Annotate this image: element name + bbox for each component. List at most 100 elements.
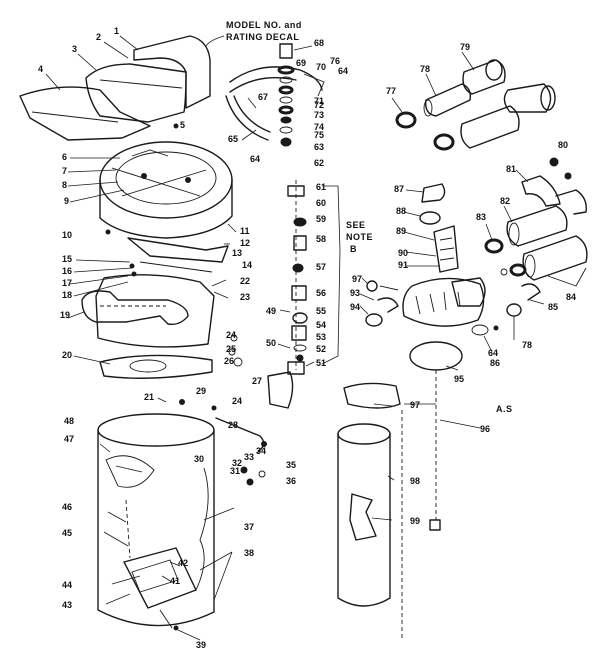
callout-89: 89	[396, 226, 406, 236]
callout-12: 12	[240, 238, 250, 248]
callout-65: 65	[228, 134, 238, 144]
callout-14: 14	[242, 260, 252, 270]
callout-19: 19	[60, 310, 70, 320]
see-note-line-2: NOTE	[346, 232, 373, 242]
center-valve-column	[287, 180, 341, 375]
callout-30: 30	[194, 454, 204, 464]
corner-mark: A.S	[496, 404, 513, 414]
gear-housing	[95, 274, 215, 348]
callout-39: 39	[196, 640, 206, 650]
timer-gear-assembly	[81, 237, 229, 379]
callout-43: 43	[62, 600, 72, 610]
callout-49: 49	[266, 306, 276, 316]
callout-7: 7	[62, 166, 67, 176]
see-note-b: SEE NOTE B	[346, 220, 373, 254]
small-fasteners	[179, 334, 294, 411]
callout-62: 62	[314, 158, 324, 168]
tank-wall	[97, 429, 215, 627]
distributor-97	[343, 382, 401, 409]
callout-81: 81	[506, 164, 516, 174]
decal-panel	[133, 35, 211, 109]
callout-3: 3	[72, 44, 77, 54]
callout-94: 94	[350, 302, 360, 312]
callout-78: 78	[522, 340, 532, 350]
callout-44: 44	[62, 580, 72, 590]
callout-95: 95	[454, 374, 464, 384]
callout-52: 52	[316, 344, 326, 354]
resin-tank-assembly	[337, 341, 463, 640]
callout-9: 9	[64, 196, 69, 206]
callout-23: 23	[240, 292, 250, 302]
bypass-pipe-fittings	[395, 59, 556, 151]
leader-lines	[45, 35, 545, 641]
callout-64: 64	[250, 154, 260, 164]
callout-60: 60	[316, 198, 326, 208]
callout-93: 93	[350, 288, 360, 298]
callout-50: 50	[266, 338, 276, 348]
callout-47: 47	[64, 434, 74, 444]
callout-78: 78	[420, 64, 430, 74]
bypass-valve-assembly	[471, 157, 588, 336]
callout-22: 22	[240, 276, 250, 286]
callout-90: 90	[398, 248, 408, 258]
callout-1: 1	[114, 26, 119, 36]
callout-76: 76	[330, 56, 340, 66]
callout-86: 86	[490, 358, 500, 368]
callout-2: 2	[96, 32, 101, 42]
program-wheel-19	[81, 290, 189, 326]
callout-99: 99	[410, 516, 420, 526]
callout-29: 29	[196, 386, 206, 396]
resin-tank-wall	[337, 433, 391, 607]
callout-61: 61	[316, 182, 326, 192]
callout-75: 75	[314, 130, 324, 140]
callout-36: 36	[286, 476, 296, 486]
callout-8: 8	[62, 180, 67, 190]
callout-71: 71	[314, 96, 324, 106]
callout-56: 56	[316, 288, 326, 298]
callout-91: 91	[398, 260, 408, 270]
control-housing-top	[99, 141, 233, 219]
callout-54: 54	[316, 320, 326, 330]
resin-tank-top	[337, 423, 391, 445]
callout-88: 88	[396, 206, 406, 216]
callout-74: 74	[314, 122, 324, 132]
see-note-line-3: B	[350, 244, 357, 254]
callout-82: 82	[500, 196, 510, 206]
callout-26: 26	[224, 356, 234, 366]
callout-25: 25	[226, 344, 236, 354]
o-ring-95	[409, 341, 463, 371]
callout-97: 97	[410, 400, 420, 410]
callout-55: 55	[316, 306, 326, 316]
callout-64: 64	[488, 348, 498, 358]
model-rating-decal-note: MODEL NO. and RATING DECAL	[205, 20, 301, 47]
callout-64: 64	[338, 66, 348, 76]
callout-32: 32	[232, 458, 242, 468]
callout-33: 33	[244, 452, 254, 462]
callout-34: 34	[256, 446, 266, 456]
callout-5: 5	[180, 120, 185, 130]
callout-11: 11	[240, 226, 250, 236]
callout-53: 53	[316, 332, 326, 342]
callout-45: 45	[62, 528, 72, 538]
callout-21: 21	[144, 392, 154, 402]
callout-67: 67	[258, 92, 268, 102]
tank-rim	[97, 413, 215, 447]
callout-46: 46	[62, 502, 72, 512]
callout-28: 28	[228, 420, 238, 430]
callout-98: 98	[410, 476, 420, 486]
salt-tank	[97, 413, 215, 631]
callout-4: 4	[38, 64, 43, 74]
callout-48: 48	[64, 416, 74, 426]
callout-70: 70	[316, 62, 326, 72]
callout-68: 68	[314, 38, 324, 48]
callout-27: 27	[252, 376, 262, 386]
callout-15: 15	[62, 254, 72, 264]
bracket-27	[267, 371, 294, 409]
callout-13: 13	[232, 248, 242, 258]
callout-37: 37	[244, 522, 254, 532]
gear-cover-20	[99, 354, 213, 379]
callout-51: 51	[316, 358, 326, 368]
callout-77: 77	[386, 86, 396, 96]
